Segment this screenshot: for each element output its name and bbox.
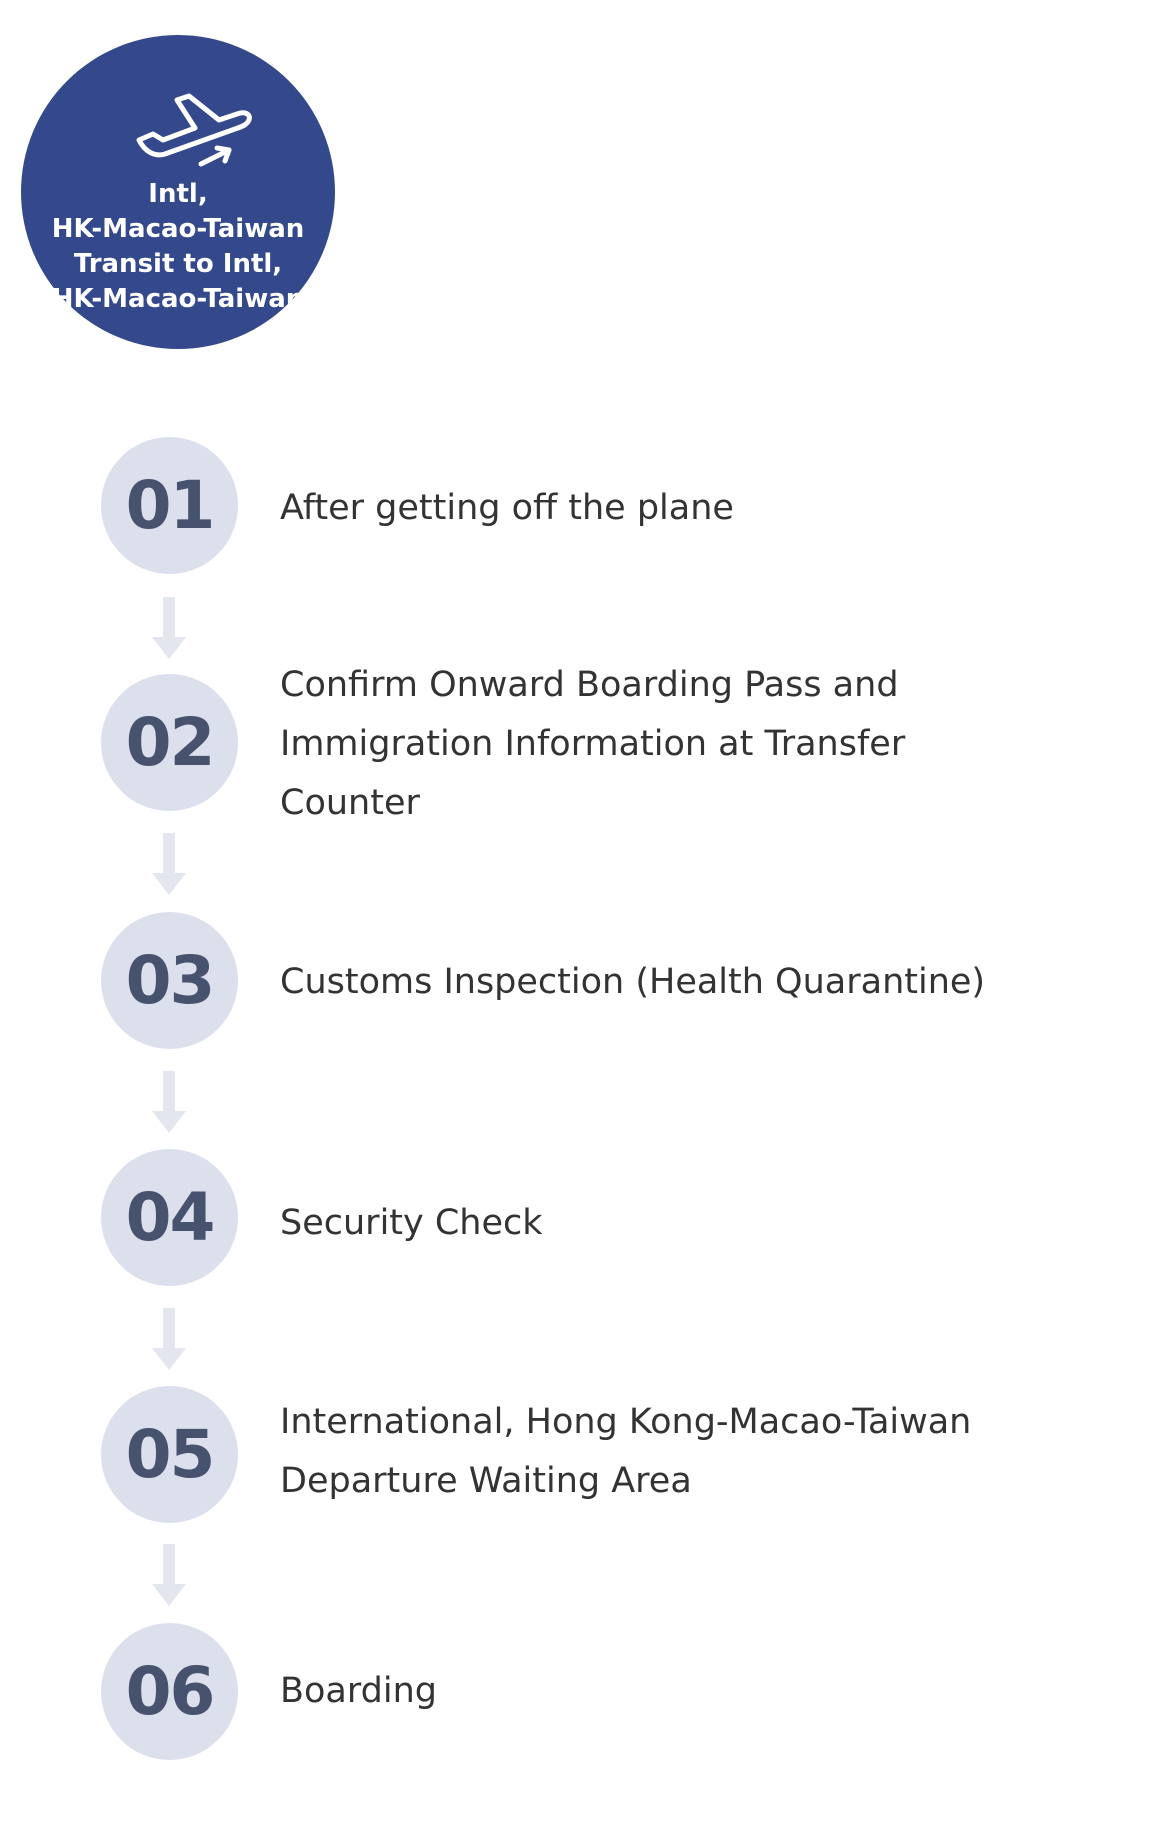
step-label: Boarding xyxy=(280,1662,1080,1721)
route-title: Intl, HK-Macao-Taiwan Transit to Intl, H… xyxy=(21,177,335,317)
down-arrow-icon xyxy=(152,833,186,895)
step-label-line: Counter xyxy=(280,783,420,823)
route-header-badge: Intl, HK-Macao-Taiwan Transit to Intl, H… xyxy=(21,35,335,349)
route-title-line-2: HK-Macao-Taiwan xyxy=(51,214,305,244)
step-label: Customs Inspection (Health Quarantine) xyxy=(280,953,1080,1012)
step-label: International, Hong Kong-Macao-Taiwan De… xyxy=(280,1393,1080,1511)
step-label-line: Departure Waiting Area xyxy=(280,1461,692,1501)
step-label-line: Immigration Information at Transfer xyxy=(280,724,906,764)
route-title-line-3: Transit to Intl, xyxy=(73,249,283,279)
step-label-line: Confirm Onward Boarding Pass and xyxy=(280,665,899,705)
airplane-takeoff-icon xyxy=(136,93,252,167)
step-label-line: After getting off the plane xyxy=(280,488,734,528)
step-number-badge: 02 xyxy=(101,674,238,811)
step-number-badge: 03 xyxy=(101,912,238,1049)
down-arrow-icon xyxy=(152,597,186,659)
step-label-line: International, Hong Kong-Macao-Taiwan xyxy=(280,1402,972,1442)
down-arrow-icon xyxy=(152,1544,186,1606)
step-label: Confirm Onward Boarding Pass and Immigra… xyxy=(280,656,1080,833)
step-number-badge: 01 xyxy=(101,437,238,574)
step-label: Security Check xyxy=(280,1194,1080,1253)
step-number-badge: 06 xyxy=(101,1623,238,1760)
route-title-line-4: HK-Macao-Taiwan xyxy=(51,284,305,314)
down-arrow-icon xyxy=(152,1071,186,1133)
step-label-line: Boarding xyxy=(280,1671,437,1711)
step-number-badge: 04 xyxy=(101,1149,238,1286)
step-label-line: Customs Inspection (Health Quarantine) xyxy=(280,962,986,1002)
step-label-line: Security Check xyxy=(280,1203,543,1243)
down-arrow-icon xyxy=(152,1308,186,1370)
route-title-line-1: Intl, xyxy=(148,179,208,209)
step-label: After getting off the plane xyxy=(280,479,1080,538)
step-number-badge: 05 xyxy=(101,1386,238,1523)
